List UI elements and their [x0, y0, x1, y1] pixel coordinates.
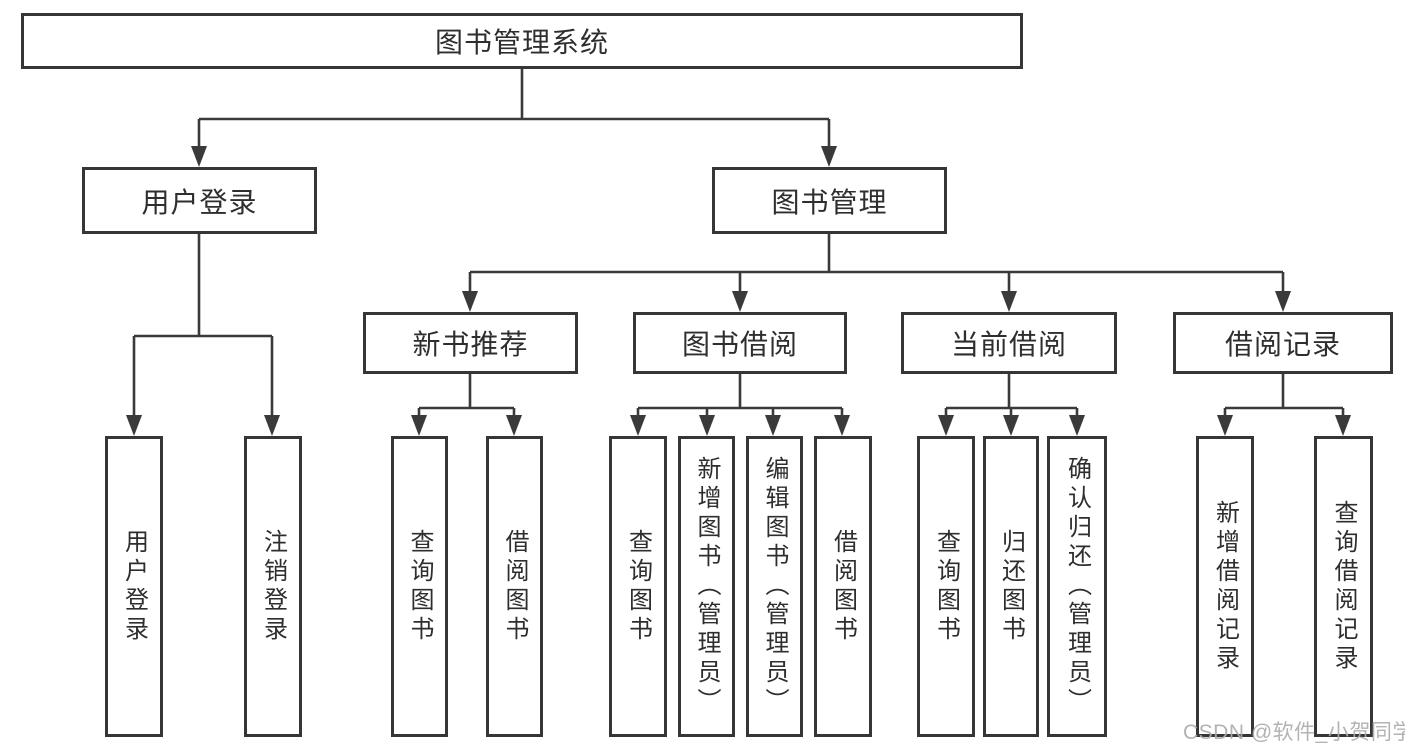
node-label: 新增图书（管理员）	[693, 456, 720, 717]
node-label: 查询借阅记录	[1330, 499, 1357, 674]
node-leaf-confirm-return-admin: 确认归还（管理员）	[1047, 436, 1107, 737]
node-leaf-query-borrow-record: 查询借阅记录	[1314, 436, 1373, 737]
node-current-borrow: 当前借阅	[901, 312, 1117, 374]
node-label: 图书管理系统	[434, 27, 609, 58]
node-leaf-user-login: 用户登录	[105, 436, 163, 737]
node-leaf-return-books: 归还图书	[983, 436, 1039, 737]
node-leaf-logout: 注销登录	[244, 436, 302, 737]
node-leaf-add-borrow-record: 新增借阅记录	[1196, 436, 1254, 737]
node-leaf-add-books-admin: 新增图书（管理员）	[678, 436, 735, 737]
node-new-book-recommend: 新书推荐	[363, 312, 578, 374]
node-leaf-query-books-borrow: 查询图书	[609, 436, 667, 737]
node-leaf-query-books-current: 查询图书	[917, 436, 975, 737]
node-book-management: 图书管理	[712, 167, 947, 234]
node-label: 新增借阅记录	[1211, 499, 1239, 674]
node-label: 确认归还（管理员）	[1063, 456, 1091, 717]
node-label: 注销登录	[259, 528, 287, 645]
node-label: 查询图书	[932, 528, 960, 645]
node-label: 用户登录	[141, 186, 258, 218]
node-leaf-borrow-books: 借阅图书	[814, 436, 872, 737]
node-label: 查询图书	[406, 528, 433, 645]
node-leaf-borrow-books-recommend: 借阅图书	[486, 436, 543, 737]
node-label: 查询图书	[624, 528, 652, 645]
node-label: 归还图书	[997, 528, 1025, 645]
node-label: 用户登录	[120, 528, 148, 645]
csdn-watermark: CSDN @软件_小贺同学	[1183, 721, 1405, 744]
node-leaf-edit-books-admin: 编辑图书（管理员）	[746, 436, 803, 737]
node-label: 编辑图书（管理员）	[761, 456, 788, 717]
node-label: 借阅记录	[1224, 329, 1341, 360]
node-label: 借阅图书	[829, 528, 857, 645]
node-label: 图书管理	[771, 186, 888, 218]
node-label: 新书推荐	[412, 329, 529, 360]
node-label: 借阅图书	[501, 528, 528, 645]
node-root-system: 图书管理系统	[21, 13, 1023, 69]
node-borrow-records: 借阅记录	[1173, 312, 1393, 374]
node-label: 图书借阅	[681, 329, 798, 360]
node-user-login: 用户登录	[82, 167, 317, 234]
node-leaf-query-books-recommend: 查询图书	[391, 436, 448, 737]
node-book-borrow: 图书借阅	[633, 312, 847, 374]
node-label: 当前借阅	[950, 329, 1067, 360]
